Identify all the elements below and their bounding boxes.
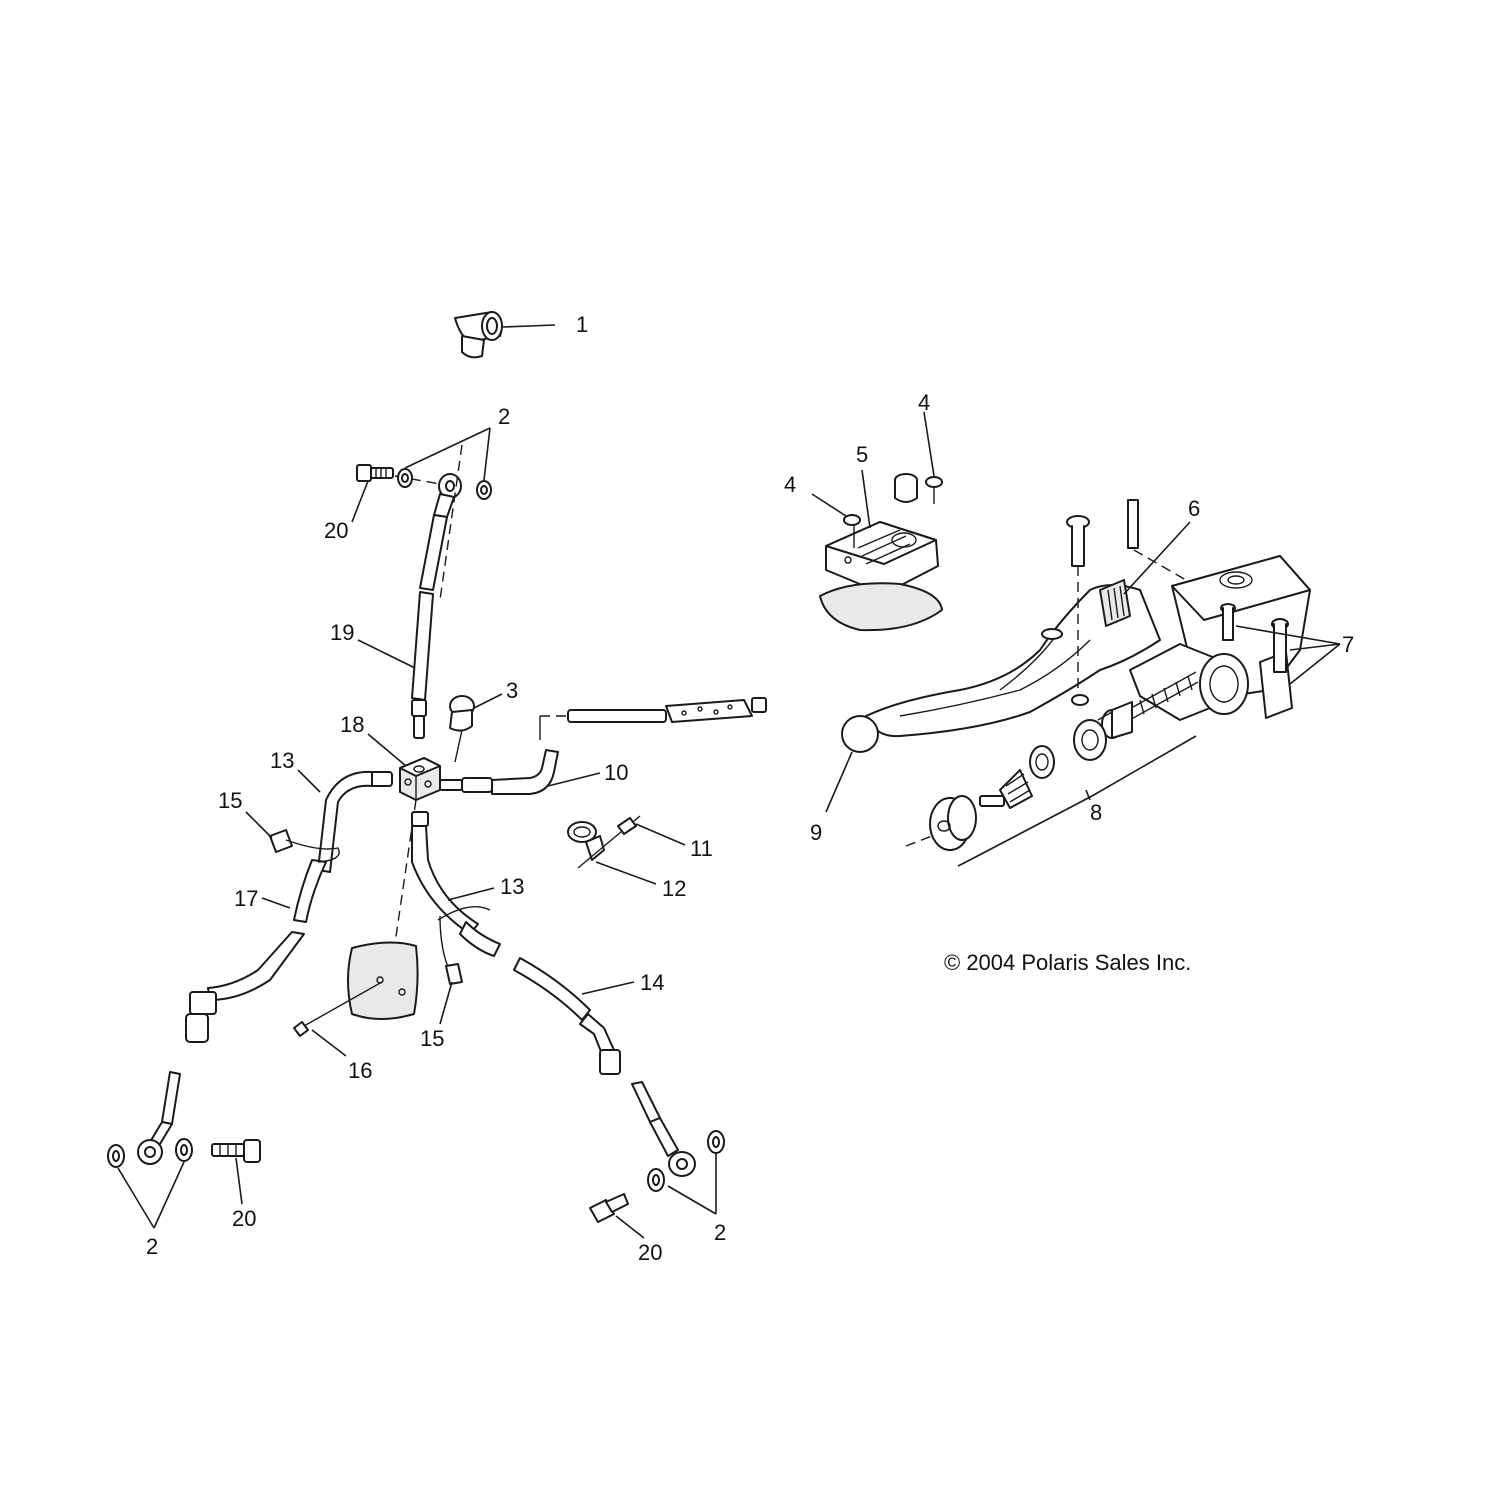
mounting-plate xyxy=(347,941,419,1020)
callout-14: 14 xyxy=(640,970,664,995)
sealing-washer-top-1 xyxy=(397,468,413,488)
callout-16: 16 xyxy=(348,1058,372,1083)
clamp-bolt-1 xyxy=(1220,603,1236,641)
callout-13-left: 13 xyxy=(270,748,294,773)
callout-19: 19 xyxy=(330,620,354,645)
callout-20-top: 20 xyxy=(324,518,348,543)
callout-4-top: 4 xyxy=(918,390,930,415)
tee-fitting-part xyxy=(454,311,503,359)
callout-8: 8 xyxy=(1090,800,1102,825)
callout-5: 5 xyxy=(856,442,868,467)
piston xyxy=(1073,701,1133,761)
banjo-bolt-bottom-right xyxy=(589,1193,629,1223)
callout-13-right: 13 xyxy=(500,874,524,899)
brake-light-switch xyxy=(449,695,475,763)
callout-9: 9 xyxy=(810,820,822,845)
banjo-bolt-bottom-left xyxy=(211,1139,261,1163)
banjo-bolt-top xyxy=(356,464,394,482)
callout-15-left: 15 xyxy=(218,788,242,813)
hose-clip-right xyxy=(437,906,491,985)
callout-2-top: 2 xyxy=(498,404,510,429)
lever-pin xyxy=(1127,499,1139,549)
brake-line-right xyxy=(439,749,559,795)
callout-10: 10 xyxy=(604,760,628,785)
sealing-washer-top-2 xyxy=(476,480,492,500)
cover-screw-top xyxy=(925,476,943,504)
junction-block xyxy=(399,757,441,801)
brake-line-upper xyxy=(411,514,448,739)
clamp-screw xyxy=(617,817,637,835)
callout-7: 7 xyxy=(1342,632,1354,657)
dust-boot xyxy=(979,769,1033,809)
brake-cable-assembly xyxy=(539,697,767,740)
callout-17: 17 xyxy=(234,886,258,911)
banjo-fitting-bottom-right xyxy=(631,1081,696,1177)
brake-hose-right xyxy=(411,811,621,1075)
callout-20-left: 20 xyxy=(232,1206,256,1231)
callout-6: 6 xyxy=(1188,496,1200,521)
callout-15-bottom: 15 xyxy=(420,1026,444,1051)
brake-lever xyxy=(841,584,1161,753)
callout-1: 1 xyxy=(576,312,588,337)
callout-18: 18 xyxy=(340,712,364,737)
brake-hose-left xyxy=(185,770,393,1043)
callout-12: 12 xyxy=(662,876,686,901)
snap-ring xyxy=(1071,694,1089,706)
callout-2-left: 2 xyxy=(146,1234,158,1259)
push-rod-end xyxy=(929,795,977,851)
callout-4-left: 4 xyxy=(784,472,796,497)
callout-11: 11 xyxy=(690,836,713,861)
adjuster-spring xyxy=(1099,579,1131,627)
plate-screw xyxy=(293,981,383,1037)
cover-screw-left xyxy=(843,514,861,548)
hose-clip-left xyxy=(269,829,340,863)
reservoir-plug xyxy=(894,473,918,503)
piston-spring xyxy=(1123,671,1199,723)
pivot-bolt xyxy=(1066,515,1090,567)
sealing-washer-bottom-right-2 xyxy=(707,1130,725,1154)
clamp-bolt-2 xyxy=(1271,618,1289,673)
copyright-notice: © 2004 Polaris Sales Inc. xyxy=(944,950,1192,975)
reservoir-diaphragm xyxy=(819,582,943,632)
sealing-washer-bottom-left-1 xyxy=(107,1144,125,1168)
callout-20-right: 20 xyxy=(638,1240,662,1265)
banjo-fitting-top xyxy=(433,473,462,518)
seal-ring xyxy=(1029,745,1055,779)
callout-3: 3 xyxy=(506,678,518,703)
sealing-washer-bottom-left-2 xyxy=(175,1138,193,1162)
sealing-washer-bottom-right-1 xyxy=(647,1168,665,1192)
callout-2-right: 2 xyxy=(714,1220,726,1245)
banjo-fitting-bottom-left xyxy=(137,1071,181,1165)
